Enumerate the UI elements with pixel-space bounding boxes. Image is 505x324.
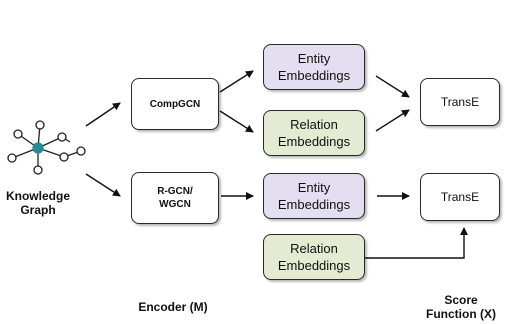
encoder-caption: Encoder (M) bbox=[138, 300, 208, 314]
knowledge-graph-label: Knowledge Graph bbox=[5, 189, 70, 217]
relation-embeddings-top: Relation Embeddings bbox=[263, 110, 365, 156]
relation-embeddings-bottom: Relation Embeddings bbox=[263, 234, 365, 280]
arrow-relation-to-transe bbox=[375, 109, 410, 132]
transe-score-bottom: TransE bbox=[420, 173, 500, 221]
arrow-compgcn-to-relation bbox=[219, 110, 254, 133]
arrow-graph-to-rgcn bbox=[85, 173, 121, 197]
rgcn-wgcn-encoder: R-GCN/ WGCN bbox=[131, 172, 219, 224]
knowledge-graph-icon bbox=[7, 120, 86, 175]
entity-embeddings-top: Entity Embeddings bbox=[263, 44, 365, 90]
arrow-entity-to-transe bbox=[375, 75, 410, 98]
score-function-caption: Score Function (X) bbox=[426, 293, 496, 321]
transe-score-top: TransE bbox=[420, 78, 500, 126]
compgcn-encoder: CompGCN bbox=[131, 78, 219, 130]
arrow-compgcn-to-entity bbox=[219, 70, 254, 93]
arrow-graph-to-compgcn bbox=[85, 102, 121, 127]
entity-embeddings-bottom: Entity Embeddings bbox=[263, 173, 365, 219]
arrow-relation-to-transe-bottom bbox=[363, 227, 468, 259]
